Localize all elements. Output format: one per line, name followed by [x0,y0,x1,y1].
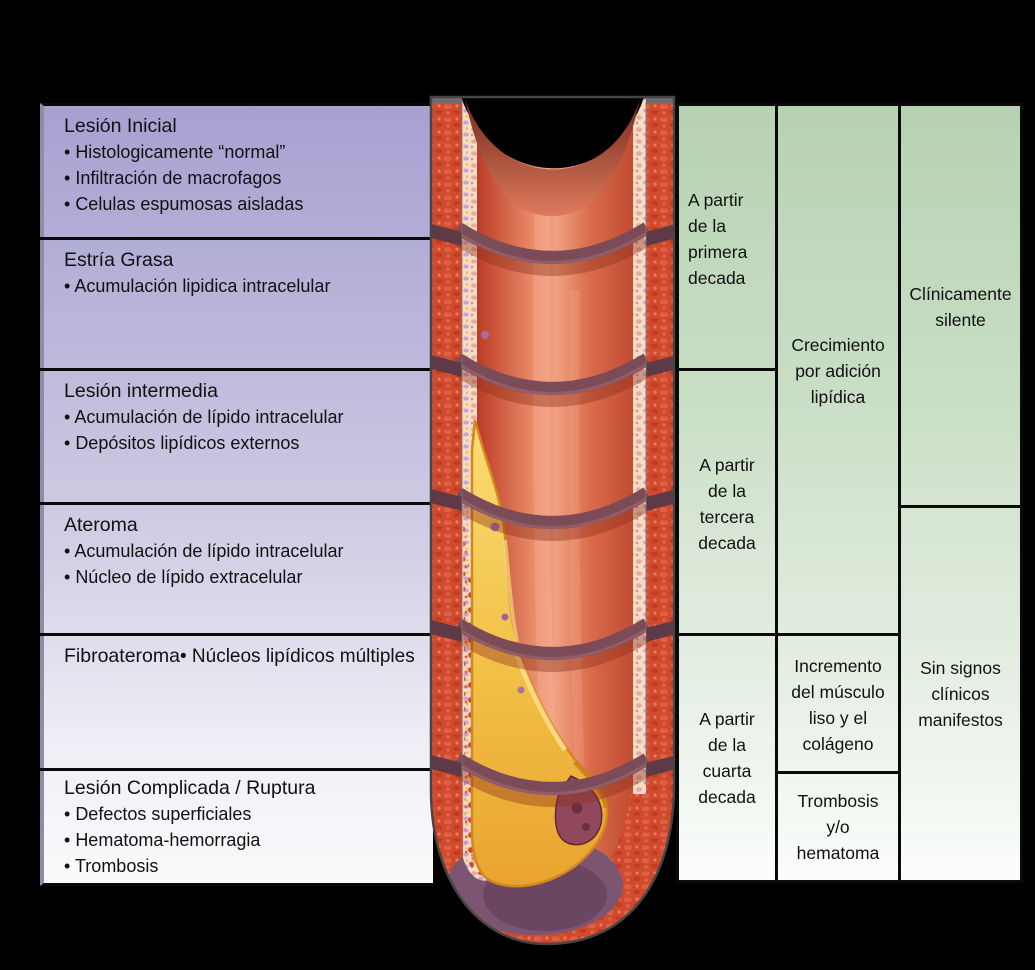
stage-bullet: Infiltración de macrofagos [64,165,427,191]
stage-bullet: Trombosis [64,853,427,879]
row-divider [40,502,433,505]
cell-divider [778,771,898,774]
artery-top-opening [461,97,644,169]
stage-bullet: Defectos superficiales [64,801,427,827]
progression-cell-thrombosis: Trombosis y/o hematoma [796,791,880,863]
mural-cell [517,686,525,694]
stage-bullet: Acumulación de lípido intracelular [64,404,427,430]
artery-intima-right [633,99,646,794]
progression-cell-lipid-growth: Crecimiento por adición lipídica [791,335,885,407]
artery-inner-rim [465,99,640,216]
cell-divider [778,633,898,636]
stage-title: Estría Grasa [64,249,174,271]
row-divider [40,768,433,771]
stage-row-initial-lesion: Lesión Inicial Histologicamente “normal”… [44,106,433,237]
artery-progression-illustration [429,95,676,946]
timeline-cell-first-decade: A partir de la primera decada [688,189,748,288]
cell-divider [679,633,775,636]
stage-bullet: Hematoma-hemorragia [64,827,427,853]
stage-row-intermediate-lesion: Lesión intermedia Acumulación de lípido … [44,371,433,502]
timeline-cell-fourth-decade: A partir de la cuarta decada [698,709,756,807]
stage-title: Lesión intermedia [64,380,218,402]
mural-cell [501,613,509,621]
timeline-cell-third-decade: A partir de la tercera decada [698,454,756,553]
stage-bullet: Celulas espumosas aisladas [64,191,427,217]
stage-column: Lesión Inicial Histologicamente “normal”… [40,103,433,886]
stage-row-fibroatheroma: FibroateromaNúcleos lipídicos múltiples [44,636,433,768]
mural-cell [481,331,489,339]
stage-row-fatty-streak: Estría Grasa Acumulación lipidica intrac… [44,240,433,368]
progression-column: Crecimiento por adición lipídica Increme… [775,103,898,883]
artery-outline [429,95,676,946]
stage-title: Lesión Complicada / Ruptura [64,777,316,799]
clinical-cell-silent: Clínicamente silente [909,284,1012,330]
stage-title: Ateroma [64,514,138,536]
stage-bullet: Acumulación de lípido intracelular [64,538,427,564]
stage-bullet: Acumulación lipidica intracelular [64,273,427,299]
timeline-column: A partir de la primera decada A partir d… [676,103,775,883]
row-divider [40,237,433,240]
stage-title: Lesión Inicial [64,115,177,137]
segment-dividers [431,222,674,807]
progression-cell-smooth-muscle: Incremento del músculo liso y el colágen… [791,656,885,754]
stage-title: Fibroateroma [64,645,180,667]
stage-bullet: Núcleo de lípido extracelular [64,564,427,590]
clinical-column: Clínicamente silente Sin signos clínicos… [898,103,1023,883]
stage-row-complicated-lesion: Lesión Complicada / Ruptura Defectos sup… [44,771,433,883]
cell-divider [901,505,1020,508]
row-divider [40,368,433,371]
stage-bullet: Histologicamente “normal” [64,139,427,165]
row-divider [40,633,433,636]
cell-divider [679,368,775,371]
stage-bullet-inline: Núcleos lipídicos múltiples [180,646,415,667]
stage-row-atheroma: Ateroma Acumulación de lípido intracelul… [44,505,433,633]
stage-bullet: Depósitos lipídicos externos [64,430,427,456]
mural-cell [490,522,500,532]
clinical-cell-no-signs: Sin signos clínicos manifestos [918,658,1003,730]
